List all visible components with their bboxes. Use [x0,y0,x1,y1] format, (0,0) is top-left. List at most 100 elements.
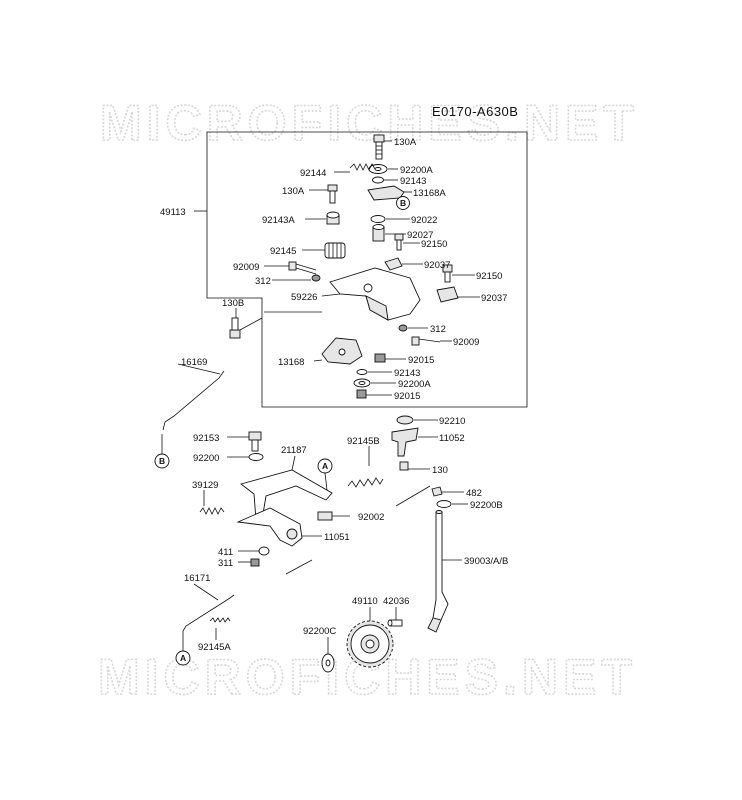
assembly-frame-49113 [194,131,528,408]
label-92145a: 92145A [198,642,231,653]
label-39129: 39129 [192,480,218,491]
label-21187: 21187 [281,445,307,456]
label-92143-top: 92143 [400,176,426,187]
rod-16169 [162,363,225,431]
bolt-130a-top [373,134,392,160]
nut-311 [238,558,260,567]
washer-92200 [227,453,264,461]
washer-92200c [321,637,335,673]
label-92200a-low: 92200A [398,379,431,390]
spring-92145 [302,242,346,259]
label-312-left: 312 [255,276,271,287]
diagram-code: E0170-A630B [432,104,518,119]
label-11051: 11051 [324,532,350,543]
lever-21187 [240,455,333,521]
screw-92150-a [394,233,420,251]
label-92144: 92144 [300,168,326,179]
arm-11051 [236,507,322,547]
label-92037-a: 92037 [424,260,450,271]
gear-49110 [346,607,394,668]
screw-92150-b [442,264,475,283]
label-92015-a: 92015 [408,355,434,366]
bracket-59226 [321,267,421,321]
label-130: 130 [432,465,448,476]
label-92153: 92153 [193,433,219,444]
svg-text:B: B [159,456,165,466]
label-11052: 11052 [439,433,465,444]
svg-text:B: B [400,198,406,208]
pin-42036 [387,607,403,627]
spring-39129 [199,490,225,515]
watermark-top: MICROFICHES.NET [100,95,639,151]
label-92143a: 92143A [262,215,295,226]
spring-92145b [347,446,384,488]
screw-92002 [317,511,350,521]
bolt-130b [229,308,263,339]
label-49110: 49110 [352,596,378,607]
nut-312-left [272,274,321,282]
washer-92143a [305,211,340,225]
bracket-11052 [391,427,438,457]
label-92210: 92210 [439,416,465,427]
label-49113: 49113 [160,207,186,218]
callout-a-upper: A [317,458,333,491]
label-92145b: 92145B [347,436,380,447]
washer-92143-top [372,176,384,184]
screw-92009-right [411,336,452,346]
label-130a-top: 130A [394,137,417,148]
label-92027: 92027 [407,230,433,241]
label-92002: 92002 [358,512,384,523]
label-130b: 130B [222,298,244,309]
washer-92210 [396,415,438,425]
label-16169: 16169 [181,357,207,368]
bolt-92153 [227,431,262,452]
rod-16171 [182,583,235,632]
label-92150-b: 92150 [476,271,502,282]
shaft-39003 [427,510,462,633]
label-92143-low: 92143 [394,368,420,379]
svg-text:A: A [322,461,328,471]
label-92009-right: 92009 [453,337,479,348]
label-92200b: 92200B [470,500,503,511]
callout-b-upper: B [396,196,410,210]
clip-482 [431,486,464,497]
label-16171: 16171 [184,573,210,584]
callout-b-lower: B [154,434,170,469]
label-92200c: 92200C [303,626,336,637]
spring-92144 [334,163,376,173]
lever-13168 [313,337,363,365]
label-92145: 92145 [270,246,296,257]
label-92200a-top: 92200A [400,165,433,176]
label-92150-a: 92150 [421,239,447,250]
label-92037-b: 92037 [481,293,507,304]
label-92022: 92022 [411,215,437,226]
bolt-130a-mid [309,184,338,204]
svg-text:A: A [180,653,186,663]
clip-92037-b [436,286,480,303]
label-411: 411 [218,547,233,558]
spring-92145a [209,617,231,640]
callout-a-lower: A [175,631,191,666]
label-312-right: 312 [430,324,446,335]
label-59226: 59226 [291,292,317,303]
label-92015-b: 92015 [394,391,420,402]
label-13168: 13168 [278,357,304,368]
lever-13168a [367,185,412,201]
nut-92015-a [374,353,406,363]
washer-92200b [436,500,468,508]
label-92200: 92200 [193,453,219,464]
screw-92009-left [264,261,317,275]
label-42036: 42036 [383,596,409,607]
label-130a-mid: 130A [282,186,305,197]
label-92009-left: 92009 [233,262,259,273]
washer-92143-low [356,369,368,375]
label-39003: 39003/A/B [464,556,508,567]
label-482: 482 [466,488,482,499]
bolt-130 [399,461,430,471]
governor-lever-assembly: B [229,134,480,399]
clip-92037-a [384,257,423,271]
label-311: 311 [218,558,233,569]
washer-92022 [370,215,386,223]
washer-411 [238,546,270,556]
label-13168a: 13168A [413,188,446,199]
